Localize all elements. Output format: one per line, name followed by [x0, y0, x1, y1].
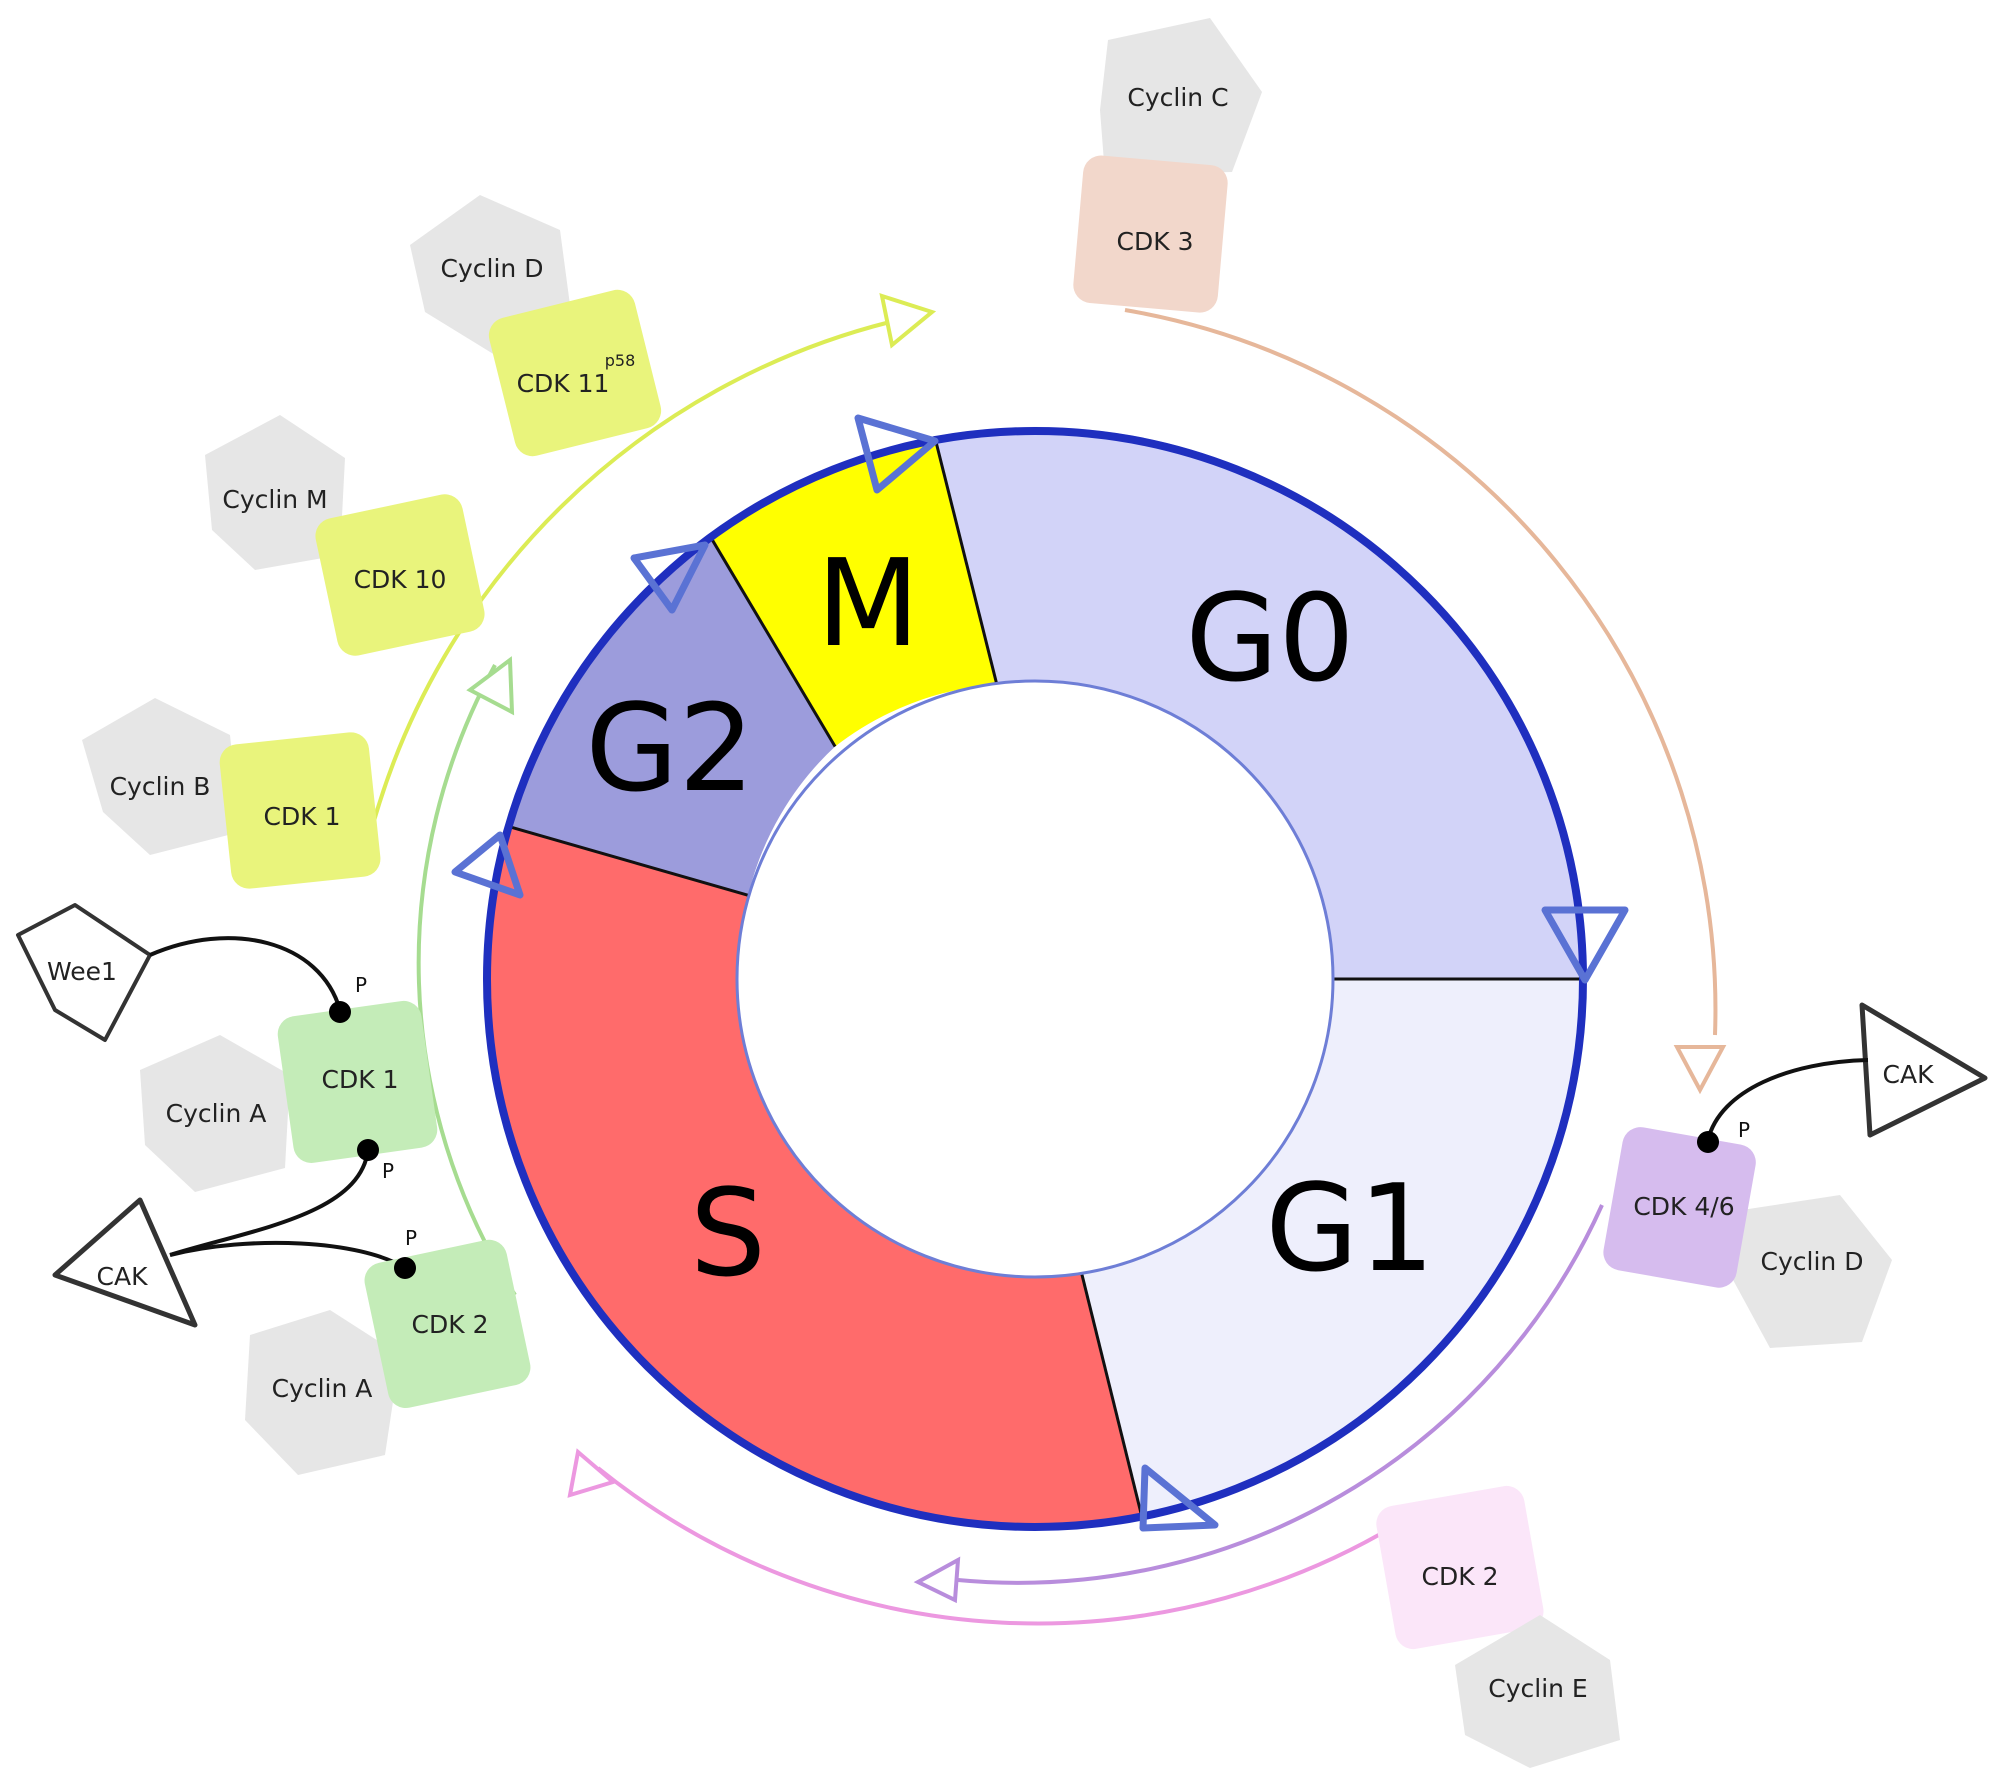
g2-segment	[507, 536, 836, 896]
arc-cdk3-head-icon	[1673, 1045, 1727, 1095]
arrow-g0-g1-icon	[1541, 906, 1629, 984]
cdk2-e-box	[1376, 1485, 1544, 1650]
cyclin-c-pentagon	[1100, 18, 1262, 175]
arc-cdk3	[1124, 308, 1718, 1036]
arc-purple-head-icon	[913, 1556, 961, 1604]
p-dot-cak-cdk2	[394, 1257, 416, 1279]
cell-cycle-ring: G0 G1 S G2 M	[451, 414, 1629, 1532]
cdk46-label: CDK 4/6	[1633, 1192, 1734, 1221]
p-dot-wee1	[329, 1001, 351, 1023]
p-dot-cak-cdk46	[1697, 1131, 1719, 1153]
cak-left-group: CAK P	[52, 1139, 407, 1328]
boundary-g2-m	[708, 535, 837, 748]
complex-cdk1-cyclin-b: Cyclin B CDK 1	[82, 698, 381, 889]
cdk3-label: CDK 3	[1117, 227, 1194, 256]
cdk10-box	[315, 494, 485, 656]
cyclin-a-1-label: Cyclin A	[166, 1099, 267, 1128]
complex-cdk3-cyclin-c: Cyclin C CDK 3	[1073, 18, 1262, 313]
cdk1-b-label: CDK 1	[264, 802, 341, 831]
g1-segment	[1081, 979, 1583, 1517]
cdk1-b-box	[219, 732, 381, 889]
cdk1-a-box	[277, 1000, 438, 1163]
p-dot-cak-cdk1	[357, 1139, 379, 1161]
g2-label: G2	[585, 680, 754, 819]
cdk11-box	[488, 289, 662, 457]
cyclin-b-pentagon	[82, 698, 240, 855]
arc-yellow	[370, 320, 891, 829]
ring-inner-border	[735, 679, 1335, 1279]
complex-cdk11-cyclin-d: Cyclin D CDK 11 p58	[410, 195, 662, 457]
complex-cdk1-cyclin-a: Wee1 Cyclin A CDK 1 P	[16, 903, 438, 1192]
complex-cdk46-cyclin-d: CAK Cyclin D CDK 4/6 P	[1603, 1002, 1988, 1348]
cdk10-label: CDK 10	[354, 565, 447, 594]
g0-label: G0	[1185, 570, 1354, 709]
cdk11-label: CDK 11	[517, 369, 610, 398]
complex-cdk2-cyclin-a: Cyclin A CDK 2 P	[245, 1226, 531, 1475]
ring-transition-arrows	[451, 414, 1629, 1532]
cyclin-d-top-label: Cyclin D	[441, 254, 544, 283]
p-wee1-label: P	[355, 973, 367, 997]
cak-cdk2-phospho-line	[169, 1240, 407, 1270]
m-segment	[710, 436, 997, 747]
wee1-label: Wee1	[47, 957, 117, 986]
cdk11-superscript: p58	[605, 351, 636, 370]
boundary-m-g0	[933, 435, 999, 685]
cyclin-m-label: Cyclin M	[222, 485, 327, 514]
arc-green-head-icon	[466, 656, 515, 716]
cyclin-c-label: Cyclin C	[1127, 83, 1228, 112]
arrow-g2-m-icon	[630, 541, 709, 614]
boundary-s-g2	[506, 824, 749, 897]
cak-cdk1-phospho-line	[169, 1149, 370, 1257]
cyclin-a-2-label: Cyclin A	[272, 1374, 373, 1403]
cdk2-e-label: CDK 2	[1422, 1562, 1499, 1591]
cyclin-a-2-pentagon	[245, 1310, 400, 1475]
arrow-s-g2-icon	[451, 831, 524, 899]
arc-pink	[596, 1466, 1422, 1626]
wee1-shape	[16, 903, 152, 1042]
cyclin-d-right-label: Cyclin D	[1761, 1247, 1864, 1276]
cak-right-label: CAK	[1883, 1060, 1935, 1089]
arc-purple	[957, 1204, 1604, 1585]
p-cak-cdk46-label: P	[1738, 1118, 1750, 1142]
cyclin-d-right-pentagon	[1732, 1195, 1892, 1348]
arrow-g1-s-icon	[1139, 1464, 1219, 1532]
arc-green	[416, 664, 517, 1297]
s-label: S	[690, 1165, 766, 1304]
g0-segment	[934, 426, 1584, 979]
cdk3-box	[1073, 155, 1228, 313]
cak-left-label: CAK	[97, 1262, 149, 1291]
boundary-g1-s	[1079, 1270, 1144, 1517]
cyclin-b-label: Cyclin B	[110, 772, 211, 801]
g1-label: G1	[1265, 1160, 1434, 1299]
m-label: M	[816, 535, 920, 674]
cak-right-triangle	[1859, 1002, 1988, 1138]
cdk1-a-label: CDK 1	[322, 1065, 399, 1094]
cdk46-box	[1603, 1127, 1756, 1288]
cdk2-a-box	[364, 1239, 531, 1409]
p-cak-cdk2-label: P	[405, 1226, 417, 1250]
cyclin-m-pentagon	[205, 415, 345, 570]
cak-left-triangle	[52, 1197, 198, 1328]
p-cak-cdk1-label: P	[382, 1159, 394, 1183]
arc-pink-head-icon	[567, 1448, 618, 1498]
cdk2-a-label: CDK 2	[412, 1310, 489, 1339]
cyclin-e-label: Cyclin E	[1488, 1674, 1587, 1703]
complex-cdk2-cyclin-e: CDK 2 Cyclin E	[1376, 1485, 1620, 1768]
cyclin-e-pentagon	[1455, 1615, 1620, 1768]
cyclin-a-1-pentagon	[140, 1035, 290, 1192]
complex-cdk10-cyclin-m: Cyclin M CDK 10	[205, 415, 485, 656]
arrow-m-g0-icon	[854, 414, 939, 494]
wee1-phospho-line	[149, 936, 342, 1011]
cak-cdk46-phospho-line	[1706, 1058, 1869, 1141]
arc-yellow-head-icon	[879, 293, 937, 349]
arcs	[370, 293, 1727, 1626]
